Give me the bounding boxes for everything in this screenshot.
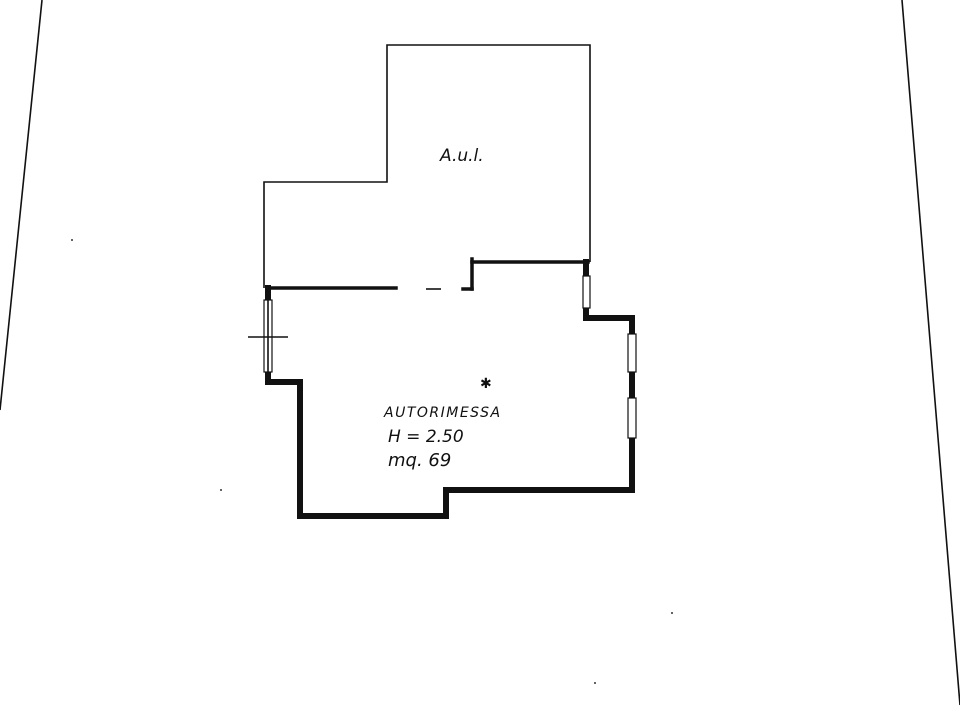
scan-speck <box>220 489 222 491</box>
opening-upper-right <box>582 275 591 309</box>
scan-speck <box>71 239 73 241</box>
garage-wall-right <box>265 259 635 519</box>
garage-height-label: H = 2.50 <box>388 427 464 447</box>
site-boundary-left <box>0 0 43 411</box>
garage-area-label: mq. 69 <box>388 450 451 471</box>
window-right-top <box>627 333 637 373</box>
site-boundary-right <box>901 0 960 706</box>
window-right-bottom <box>627 397 637 439</box>
upper-area-label: A.u.l. <box>439 146 484 166</box>
garage-marker-icon: ✱ <box>480 376 492 392</box>
upper-area-outline <box>263 44 591 288</box>
garage-name-label: AUTORIMESSA <box>383 405 502 421</box>
scan-speck <box>594 682 596 684</box>
scan-speck <box>671 612 673 614</box>
